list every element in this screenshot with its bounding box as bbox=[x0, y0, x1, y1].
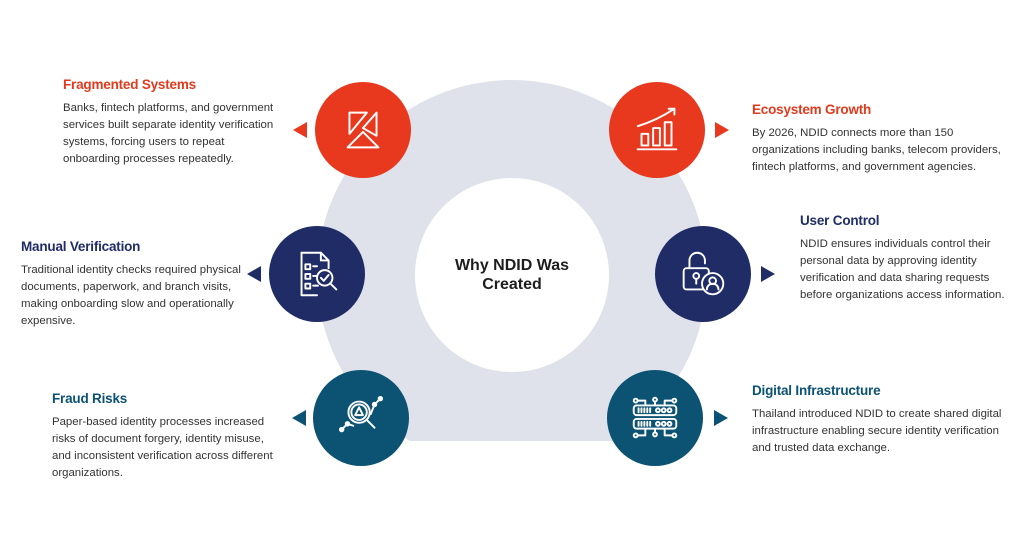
block-fragmented-systems: Fragmented Systems Banks, fintech platfo… bbox=[63, 77, 283, 168]
title-manual-verification: Manual Verification bbox=[21, 239, 141, 254]
block-fraud-risks: Fraud Risks Paper-based identity process… bbox=[52, 391, 282, 482]
arrow-user-control bbox=[761, 266, 775, 282]
document-check-icon bbox=[300, 251, 338, 297]
title-fragmented-systems: Fragmented Systems bbox=[63, 77, 196, 92]
block-manual-verification: Manual Verification Traditional identity… bbox=[21, 239, 246, 330]
title-fraud-risks: Fraud Risks bbox=[52, 391, 128, 406]
center-title: Why NDID Was Created bbox=[454, 257, 570, 293]
unlocked-user-icon bbox=[682, 251, 725, 296]
block-ecosystem-growth: Ecosystem Growth By 2026, NDID connects … bbox=[752, 102, 1007, 176]
block-digital-infrastructure: Digital Infrastructure Thailand introduc… bbox=[752, 383, 1012, 457]
title-ecosystem-growth: Ecosystem Growth bbox=[752, 102, 872, 117]
server-network-icon bbox=[632, 396, 678, 439]
text-ecosystem-growth: By 2026, NDID connects more than 150 org… bbox=[752, 127, 1001, 173]
fraud-search-icon bbox=[338, 395, 384, 433]
arrow-fragmented-systems bbox=[293, 122, 307, 138]
text-manual-verification: Traditional identity checks required phy… bbox=[21, 264, 241, 327]
node-ecosystem-growth bbox=[609, 82, 705, 178]
center-circle: Why NDID Was Created bbox=[415, 178, 609, 372]
text-fraud-risks: Paper-based identity processes increased… bbox=[52, 416, 273, 479]
title-digital-infrastructure: Digital Infrastructure bbox=[752, 383, 881, 398]
text-user-control: NDID ensures individuals control their p… bbox=[800, 238, 1005, 301]
text-digital-infrastructure: Thailand introduced NDID to create share… bbox=[752, 408, 1002, 454]
arrow-digital-infrastructure bbox=[714, 410, 728, 426]
node-manual-verification bbox=[269, 226, 365, 322]
title-user-control: User Control bbox=[800, 213, 880, 228]
text-fragmented-systems: Banks, fintech platforms, and government… bbox=[63, 102, 274, 165]
block-user-control: User Control NDID ensures individuals co… bbox=[800, 213, 1015, 304]
arrow-manual-verification bbox=[247, 266, 261, 282]
arrow-ecosystem-growth bbox=[715, 122, 729, 138]
arrow-fraud-risks bbox=[292, 410, 306, 426]
node-fraud-risks bbox=[313, 370, 409, 466]
fragmented-triangles-icon bbox=[346, 111, 380, 149]
node-digital-infrastructure bbox=[607, 370, 703, 466]
node-fragmented-systems bbox=[315, 82, 411, 178]
growth-chart-icon bbox=[636, 107, 678, 151]
node-user-control bbox=[655, 226, 751, 322]
